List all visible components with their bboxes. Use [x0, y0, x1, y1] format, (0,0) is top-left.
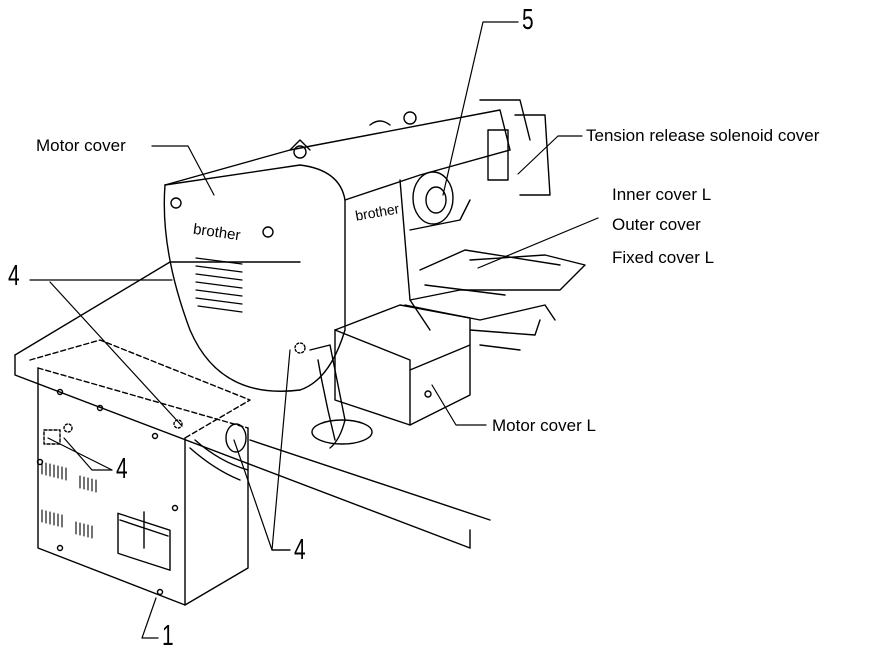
- machine-body: [163, 99, 551, 392]
- label-motor-cover-l: Motor cover L: [492, 416, 596, 435]
- table: [14, 261, 491, 549]
- callout-5: 5: [522, 4, 534, 36]
- callout-4-lower: 4: [294, 534, 306, 566]
- label-outer-cover: Outer cover: [612, 215, 701, 234]
- label-motor-cover: Motor cover: [36, 136, 126, 155]
- callout-4-control-box: 4: [116, 453, 128, 485]
- leader-lines: [29, 21, 599, 639]
- control-box: [29, 339, 251, 606]
- label-fixed-cover-l: Fixed cover L: [612, 248, 715, 267]
- label-tension-release-solenoid-cover: Tension release solenoid cover: [586, 126, 820, 145]
- callout-4-table: 4: [8, 260, 20, 292]
- callout-1: 1: [162, 620, 174, 652]
- bed-and-covers: [294, 249, 586, 449]
- label-inner-cover-l: Inner cover L: [612, 185, 712, 204]
